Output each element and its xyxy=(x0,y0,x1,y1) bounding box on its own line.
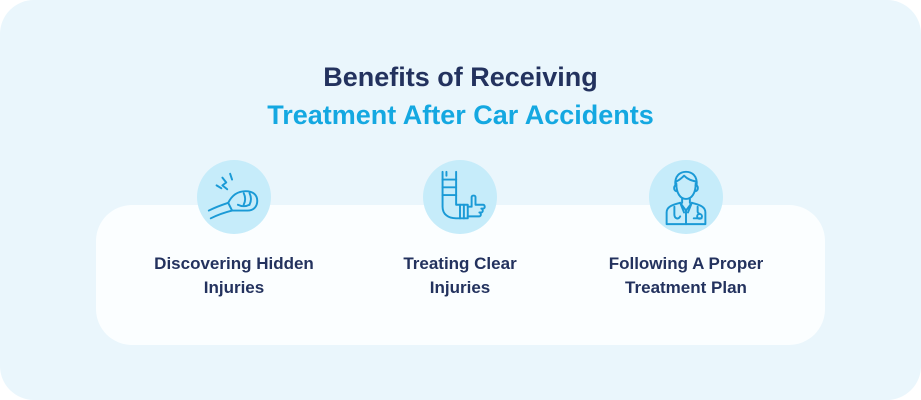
benefit-label: Discovering Hidden Injuries xyxy=(154,252,314,300)
benefit-item-treatment-plan: Following A Proper Treatment Plan xyxy=(566,160,806,300)
benefit-label-line-2: Injuries xyxy=(203,278,265,297)
benefit-icon-circle xyxy=(649,160,723,234)
title-line-2: Treatment After Car Accidents xyxy=(267,100,654,130)
benefit-label-line-1: Discovering Hidden xyxy=(154,254,314,273)
doctor-icon xyxy=(665,170,707,226)
benefit-icon-circle xyxy=(197,160,271,234)
arm-cast-icon xyxy=(441,170,486,220)
benefit-label: Treating Clear Injuries xyxy=(403,252,516,300)
benefit-label: Following A Proper Treatment Plan xyxy=(609,252,764,300)
title-line-1: Benefits of Receiving xyxy=(323,62,598,92)
benefit-label-line-1: Treating Clear xyxy=(403,254,517,273)
benefit-label-line-2: Treatment Plan xyxy=(625,278,747,297)
page-title: Benefits of Receiving Treatment After Ca… xyxy=(0,58,921,134)
benefit-item-hidden-injuries: Discovering Hidden Injuries xyxy=(114,160,354,300)
benefit-label-line-2: Injuries xyxy=(429,278,491,297)
benefit-item-clear-injuries: Treating Clear Injuries xyxy=(340,160,580,300)
injured-wrist-icon xyxy=(207,172,259,220)
benefit-label-line-1: Following A Proper xyxy=(608,254,764,273)
benefit-icon-circle xyxy=(423,160,497,234)
